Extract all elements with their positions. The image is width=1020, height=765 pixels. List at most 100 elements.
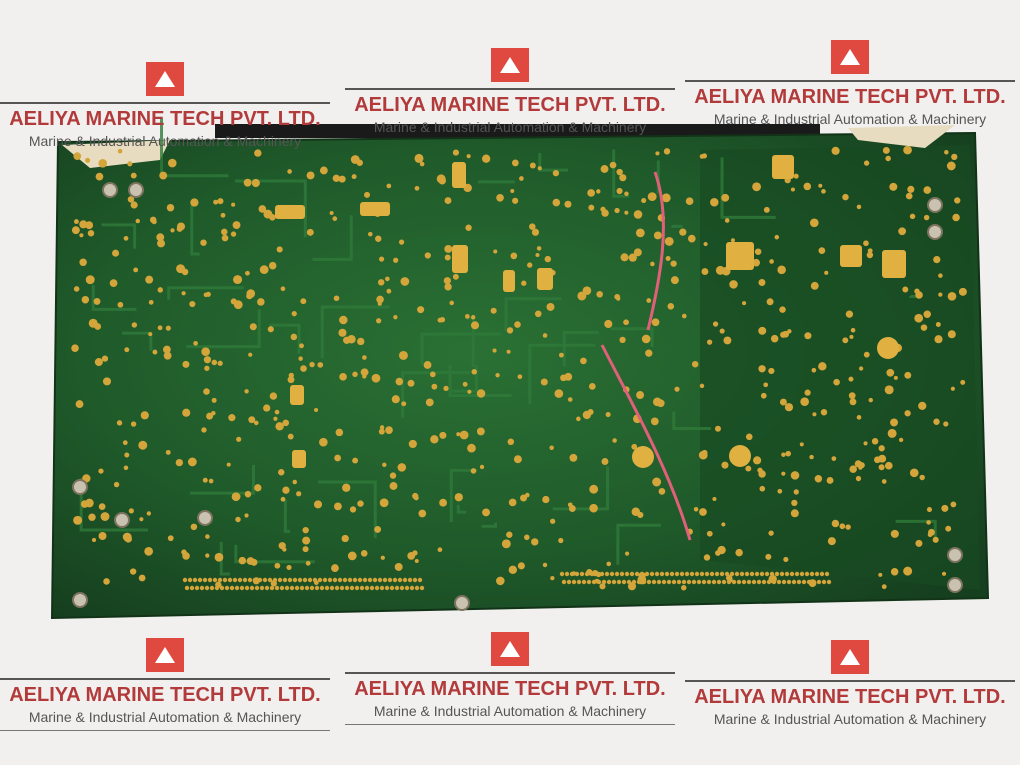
solder-joint (721, 193, 730, 202)
solder-joint (914, 313, 924, 323)
pin (699, 571, 705, 577)
solder-joint (814, 475, 823, 483)
pin (284, 585, 290, 591)
pin (609, 571, 615, 577)
solder-joint (681, 585, 687, 591)
solder-joint (302, 526, 309, 534)
screw (114, 512, 130, 528)
screw (927, 197, 943, 213)
pin (199, 585, 205, 591)
solder-joint (887, 428, 897, 438)
pin (272, 577, 278, 583)
pin (579, 571, 585, 577)
solder-joint (496, 193, 504, 202)
solder-joint (302, 546, 309, 553)
solder-joint (769, 259, 774, 264)
solder-joint (116, 420, 123, 426)
pin (741, 579, 747, 585)
solder-joint (552, 169, 560, 177)
solder-joint (168, 158, 177, 168)
trace (504, 297, 562, 332)
watermark-top-right: AELIYA MARINE TECH PVT. LTD. Marine & In… (685, 40, 1015, 127)
solder-joint (619, 174, 627, 182)
solder-joint (947, 330, 956, 339)
solder-joint (874, 456, 881, 464)
solder-joint (950, 501, 957, 508)
solder-joint (138, 574, 146, 582)
pin (671, 579, 677, 585)
solder-joint (443, 385, 449, 392)
pin (349, 585, 355, 591)
solder-joint (783, 556, 789, 563)
pin (611, 579, 617, 585)
pin (674, 571, 680, 577)
pin (786, 579, 792, 585)
solder-joint (331, 564, 339, 572)
solder-joint (379, 498, 389, 508)
solder-joint (217, 198, 224, 205)
solder-joint (542, 495, 550, 504)
solder-joint (495, 372, 500, 378)
solder-joint (745, 433, 753, 441)
solder-joint (220, 212, 226, 218)
pin (724, 571, 730, 577)
solder-joint (476, 427, 485, 436)
solder-joint (903, 145, 912, 155)
pin (819, 571, 825, 577)
solder-joint (135, 218, 141, 224)
solder-joint (699, 383, 705, 389)
pin (387, 577, 393, 583)
solder-joint (274, 409, 280, 415)
solder-joint (938, 273, 943, 278)
solder-joint (780, 331, 787, 338)
solder-joint (417, 306, 425, 314)
pin (809, 571, 815, 577)
solder-joint (531, 538, 539, 546)
solder-joint (620, 253, 629, 262)
pin (684, 571, 690, 577)
jumper-wire-2 (600, 344, 692, 541)
solder-joint (674, 386, 680, 392)
solder-joint (205, 534, 210, 539)
solder-joint (211, 397, 217, 403)
solder-joint (752, 258, 761, 267)
pin (639, 571, 645, 577)
solder-joint (898, 437, 904, 443)
solder-joint (506, 349, 511, 354)
solder-joint (831, 519, 840, 528)
large-pad (632, 446, 654, 468)
pin (212, 577, 218, 583)
solder-joint (529, 223, 536, 230)
watermark-company: AELIYA MARINE TECH PVT. LTD. (9, 108, 321, 130)
solder-joint (604, 319, 613, 329)
solder-joint (250, 558, 258, 566)
solder-joint (928, 528, 935, 536)
solder-joint (950, 386, 955, 391)
solder-joint (298, 356, 303, 361)
pin (364, 585, 370, 591)
pin (751, 579, 757, 585)
solder-joint (818, 183, 823, 188)
solder-joint (456, 432, 461, 437)
solder-joint (157, 325, 163, 331)
pin (746, 579, 752, 585)
solder-joint (596, 189, 601, 194)
solder-joint (517, 562, 525, 570)
smd-pad (290, 385, 304, 405)
solder-joint (882, 146, 890, 154)
solder-joint (182, 360, 190, 368)
solder-joint (181, 268, 189, 276)
solder-joint (946, 161, 956, 171)
pin (656, 579, 662, 585)
solder-joint (274, 562, 281, 569)
solder-joint (589, 484, 599, 494)
solder-joint (893, 375, 898, 380)
solder-joint (332, 174, 340, 182)
solder-joint (73, 219, 79, 225)
solder-joint (514, 321, 521, 328)
pin (359, 585, 365, 591)
solder-joint (124, 347, 130, 353)
solder-joint (398, 239, 405, 245)
solder-joint (412, 550, 418, 556)
solder-joint (958, 287, 967, 296)
